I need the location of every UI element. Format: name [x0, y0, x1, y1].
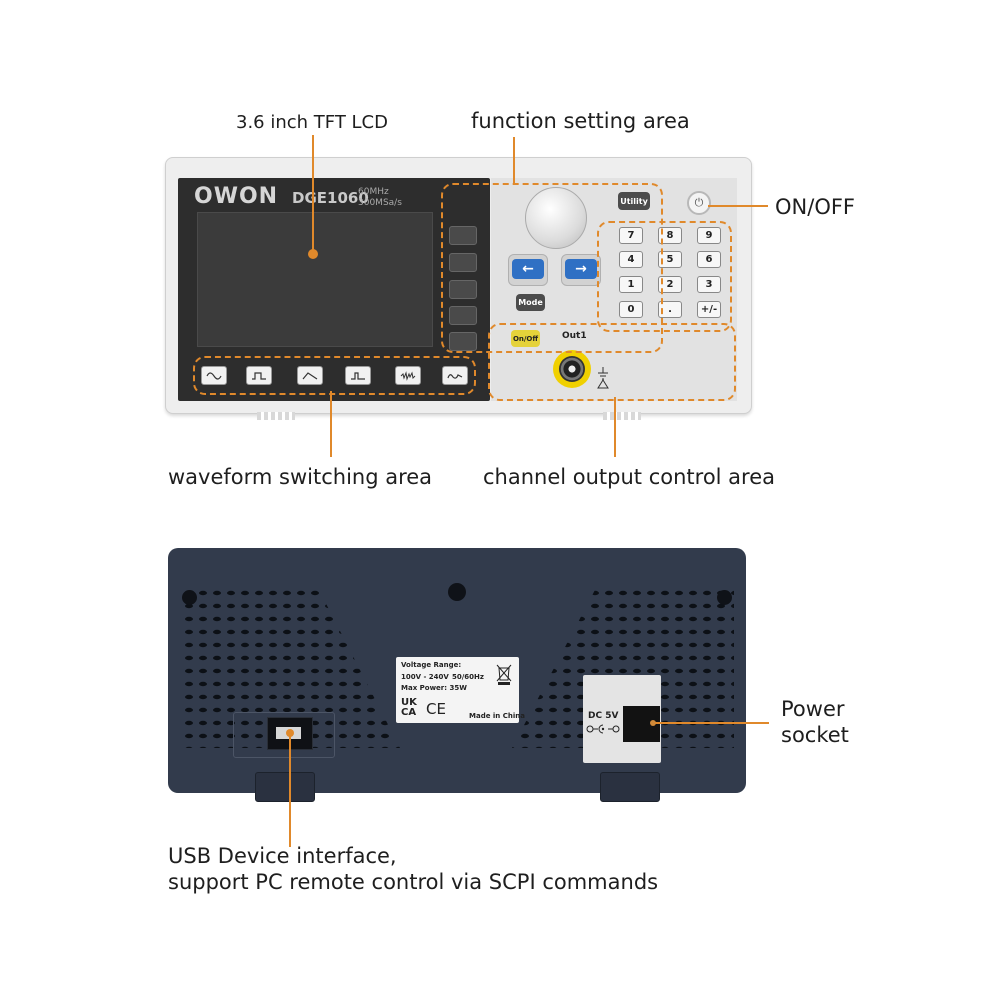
dc-label: DC 5V: [588, 711, 619, 721]
power-socket-leader: [655, 722, 769, 724]
soft-key-2[interactable]: [449, 253, 477, 272]
function-leader: [513, 137, 515, 184]
rear-mount-hole: [448, 583, 466, 601]
ukca-mark: UK CA: [401, 697, 417, 718]
key-8[interactable]: 8: [658, 227, 682, 244]
utility-button[interactable]: Utility: [618, 192, 650, 210]
channel-area-outline: [488, 323, 736, 401]
spec-frequency: 60MHz: [358, 187, 389, 197]
usb-callout-line1: USB Device interface,: [168, 844, 397, 868]
rotary-knob[interactable]: [525, 187, 587, 249]
key-1[interactable]: 1: [619, 276, 643, 293]
ramp-wave-button[interactable]: [297, 366, 323, 385]
mode-button[interactable]: Mode: [516, 294, 545, 311]
rear-foot-right: [600, 772, 660, 802]
arbitrary-wave-button[interactable]: [442, 366, 468, 385]
right-arrow-button[interactable]: →: [565, 259, 597, 279]
key-5[interactable]: 5: [658, 251, 682, 268]
usb-port-frame: [233, 712, 335, 758]
lcd-screen: [197, 212, 433, 347]
dc-polarity-icon: [586, 724, 620, 734]
pulse-wave-icon: [351, 371, 365, 380]
waveform-callout: waveform switching area: [168, 465, 433, 489]
channel-leader: [614, 397, 616, 457]
brand-logo: OWON: [194, 184, 279, 209]
sine-wave-icon: [206, 371, 222, 380]
ce-mark: CE: [426, 700, 446, 718]
arbitrary-wave-icon: [447, 373, 463, 379]
power-button[interactable]: ⏻: [687, 191, 711, 215]
key-7[interactable]: 7: [619, 227, 643, 244]
left-arrow-icon: ←: [522, 261, 534, 277]
soft-key-1[interactable]: [449, 226, 477, 245]
key-2[interactable]: 2: [658, 276, 682, 293]
waveform-leader: [330, 391, 332, 457]
key-6[interactable]: 6: [697, 251, 721, 268]
ramp-wave-icon: [302, 371, 318, 379]
soft-key-3[interactable]: [449, 280, 477, 299]
frequency-value: 50/60Hz: [452, 673, 484, 681]
ground-warning-icon: [597, 367, 609, 389]
rear-screw-left: [182, 590, 197, 605]
lcd-callout: 3.6 inch TFT LCD: [236, 112, 388, 133]
square-wave-icon: [252, 371, 266, 380]
rear-foot-left: [255, 772, 315, 802]
output-label: Out1: [562, 331, 587, 341]
onoff-callout: ON/OFF: [775, 195, 856, 219]
bnc-center: [559, 356, 585, 382]
dc-socket-pin: [650, 720, 656, 726]
soft-key-4[interactable]: [449, 306, 477, 325]
noise-wave-button[interactable]: [395, 366, 421, 385]
usb-leader: [289, 735, 291, 847]
function-callout: function setting area: [471, 109, 690, 133]
max-power-value: Max Power: 35W: [401, 684, 467, 692]
voltage-range-label: Voltage Range:: [401, 661, 462, 669]
pulse-wave-button[interactable]: [345, 366, 371, 385]
power-socket-callout-line2: socket: [781, 723, 849, 747]
key-0[interactable]: 0: [619, 301, 643, 318]
front-foot-right: [603, 412, 641, 420]
power-icon: ⏻: [694, 196, 704, 209]
channel-onoff-button[interactable]: On/Off: [511, 330, 540, 347]
left-arrow-button[interactable]: ←: [512, 259, 544, 279]
right-arrow-icon: →: [575, 261, 587, 277]
lcd-leader-dot: [308, 249, 318, 259]
noise-wave-icon: [400, 370, 416, 381]
square-wave-button[interactable]: [246, 366, 272, 385]
onoff-leader: [708, 205, 768, 207]
front-foot-left: [257, 412, 295, 420]
usb-leader-dot: [286, 729, 294, 737]
spec-sample-rate: 300MSa/s: [358, 198, 402, 208]
channel-callout: channel output control area: [483, 465, 776, 489]
bnc-output-connector: [553, 350, 591, 388]
sine-wave-button[interactable]: [201, 366, 227, 385]
key-plus-minus[interactable]: +/-: [697, 301, 721, 318]
key-4[interactable]: 4: [619, 251, 643, 268]
power-socket-callout-line1: Power: [781, 697, 845, 721]
key-9[interactable]: 9: [697, 227, 721, 244]
key-dot[interactable]: .: [658, 301, 682, 318]
model-name: DGE1060: [292, 189, 369, 207]
function-area-outline-keypad: [597, 221, 732, 332]
rear-vent-pattern: [180, 588, 734, 748]
lcd-leader: [312, 135, 314, 253]
key-3[interactable]: 3: [697, 276, 721, 293]
usb-callout-line2: support PC remote control via SCPI comma…: [168, 870, 659, 894]
voltage-range-value: 100V - 240V: [401, 673, 449, 681]
function-area-outline-top: [441, 183, 663, 353]
made-in-label: Made in China: [469, 712, 525, 720]
weee-bin-icon: [496, 664, 512, 685]
waveform-area-outline: [193, 356, 476, 395]
rear-screw-right: [717, 590, 732, 605]
